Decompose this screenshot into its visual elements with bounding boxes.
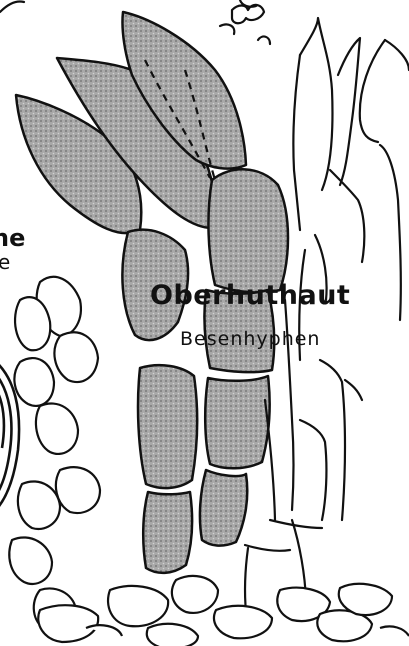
label-besenhyphen: Besenhyphen — [180, 330, 320, 349]
cell-left-3 — [143, 492, 192, 573]
cell-right-4 — [205, 376, 269, 468]
cell-right-5 — [200, 470, 247, 546]
white-tip-2 — [338, 38, 360, 185]
cells-left-cluster — [9, 277, 100, 632]
label-oberhuthaut: Oberhuthaut — [150, 282, 350, 309]
white-tip-3 — [385, 40, 409, 70]
base-cells — [38, 576, 409, 646]
label-partial-left-1: he — [0, 226, 25, 250]
white-tip-1 — [300, 18, 333, 190]
label-partial-left-2: e — [0, 252, 10, 272]
cell-right-2 — [208, 169, 288, 292]
cell-left-2 — [138, 365, 197, 488]
